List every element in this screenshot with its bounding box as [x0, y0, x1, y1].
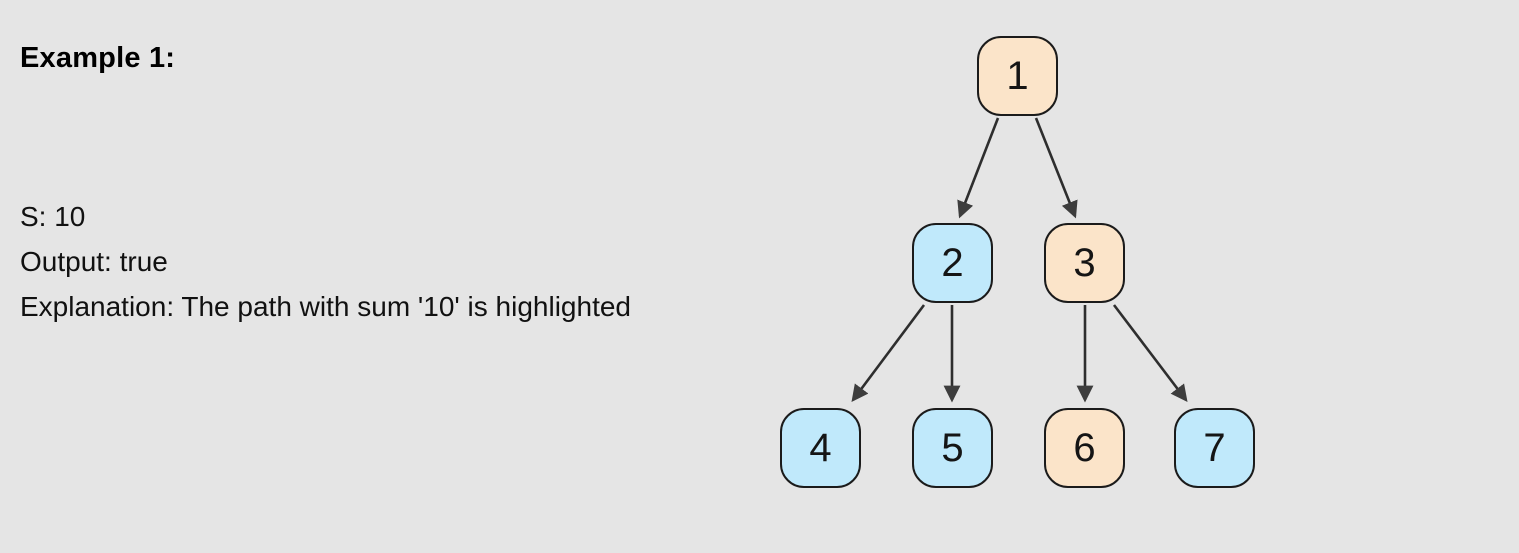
- tree-node-5: 5: [912, 408, 993, 488]
- tree-node-5-label: 5: [941, 425, 964, 470]
- tree-node-3: 3: [1044, 223, 1125, 303]
- tree-node-7: 7: [1174, 408, 1255, 488]
- edge-arrow-1-3: [1034, 117, 1078, 219]
- edge-arrow-3-7: [1112, 304, 1188, 403]
- tree-node-4: 4: [780, 408, 861, 488]
- s-value-line: S: 10: [20, 201, 86, 232]
- tree-node-3-label: 3: [1073, 240, 1096, 285]
- tree-node-2: 2: [912, 223, 993, 303]
- tree-node-6: 6: [1044, 408, 1125, 488]
- tree-node-6-label: 6: [1073, 425, 1096, 470]
- example-title: Example 1:: [20, 42, 176, 74]
- example-text-block: S: 10 Output: true Explanation: The path…: [20, 194, 631, 329]
- tree-node-4-label: 4: [809, 425, 832, 470]
- tree-node-1-label: 1: [1006, 53, 1029, 98]
- edge-arrow-2-4: [851, 304, 926, 403]
- output-line: Output: true: [20, 246, 168, 277]
- explanation-line: Explanation: The path with sum '10' is h…: [20, 291, 631, 322]
- edge-arrow-1-2: [957, 117, 1000, 219]
- tree-node-2-label: 2: [941, 240, 964, 285]
- tree-node-1: 1: [977, 36, 1058, 116]
- tree-node-7-label: 7: [1203, 425, 1226, 470]
